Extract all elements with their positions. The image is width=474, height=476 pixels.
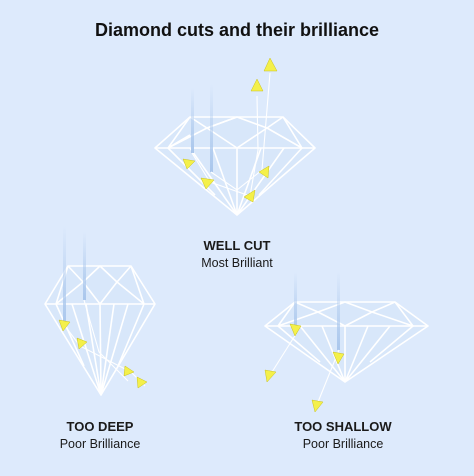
too-shallow-label: TOO SHALLOW (294, 419, 392, 434)
reflection-arrows-shallow (264, 323, 345, 413)
well-cut-caption: WELL CUT Most Brilliant (187, 237, 287, 272)
well-cut-diamond (154, 57, 316, 216)
too-shallow-description: Poor Brilliance (302, 437, 384, 451)
diagram-title: Diamond cuts and their brilliance (94, 20, 380, 40)
too-deep-diamond (44, 226, 156, 396)
well-cut-description: Most Brilliant (201, 256, 273, 270)
too-shallow-caption: TOO SHALLOW Poor Brilliance (283, 418, 403, 453)
too-deep-caption: TOO DEEP Poor Brilliance (45, 418, 155, 453)
too-shallow-diamond (264, 272, 429, 413)
reflection-arrows-well (182, 57, 278, 203)
well-cut-label: WELL CUT (203, 238, 271, 253)
too-deep-description: Poor Brilliance (59, 437, 141, 451)
too-deep-label: TOO DEEP (66, 419, 134, 434)
reflection-arrows-deep (58, 319, 148, 389)
